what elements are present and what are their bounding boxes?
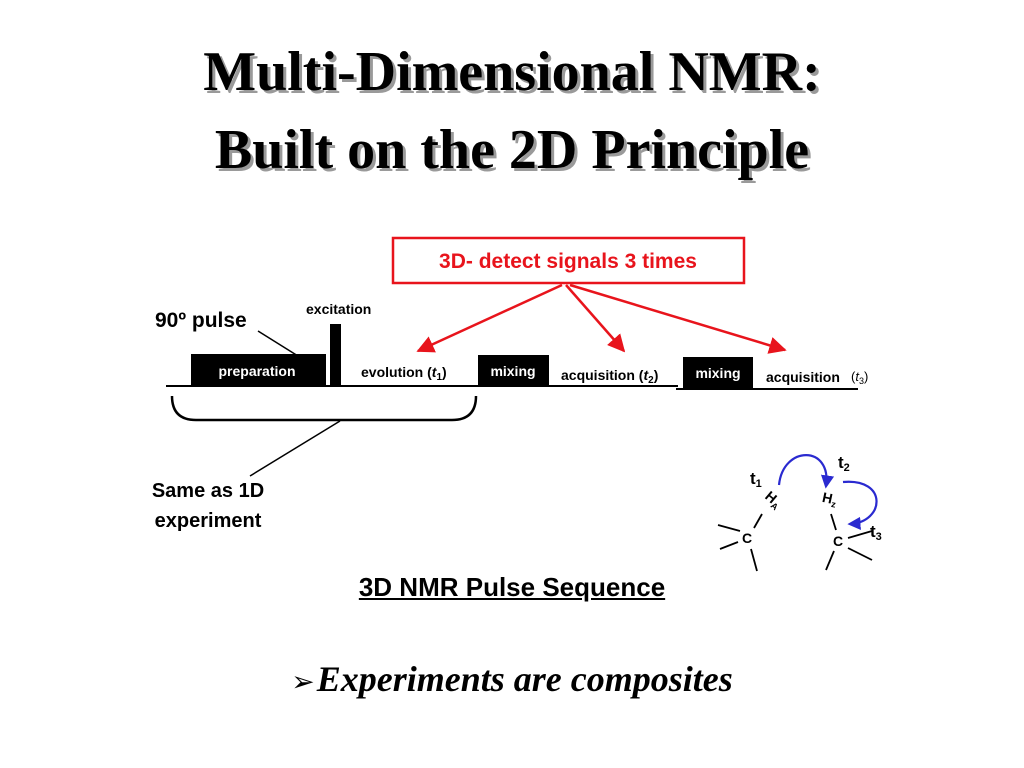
page-title-line-2: Built on the 2D Principle bbox=[214, 119, 810, 181]
molecule-hz: Hz bbox=[820, 489, 839, 510]
mixing-block-2 bbox=[683, 357, 753, 388]
acquisition-t3-sub: 3 bbox=[859, 376, 864, 386]
acquisition-t2-label: acquisition (t2) bbox=[561, 367, 658, 386]
pulse-label: 90º pulse bbox=[155, 309, 247, 332]
molecule-t3: t3 bbox=[870, 522, 882, 543]
acquisition-t2-close: ) bbox=[654, 367, 659, 383]
pulse-pointer bbox=[257, 330, 299, 357]
mixing-label-1: mixing bbox=[490, 363, 535, 379]
coherence-arrow-t3 bbox=[842, 480, 878, 530]
acquisition-t3-t: t bbox=[855, 369, 860, 384]
coherence-arrow-t2 bbox=[777, 454, 835, 489]
brace bbox=[170, 395, 478, 422]
bond-c-left-2 bbox=[719, 541, 739, 550]
callout: 3D- detect signals 3 times bbox=[391, 236, 746, 285]
acquisition-t3-label: acquisition bbox=[766, 369, 840, 385]
excitation-pulse bbox=[330, 324, 341, 386]
evolution-sub: 1 bbox=[436, 372, 442, 383]
preparation-label: preparation bbox=[218, 363, 295, 379]
same-as-1d-line-1: Same as 1D bbox=[152, 480, 264, 502]
acquisition-t3-open: ( bbox=[851, 369, 856, 384]
bond-c-left-1 bbox=[717, 524, 741, 532]
evolution-label: evolution (t1) bbox=[361, 364, 447, 383]
callout-arrow-evolution bbox=[416, 283, 563, 353]
bullet-text: Experiments are composites bbox=[316, 659, 733, 699]
excitation-label: excitation bbox=[306, 301, 371, 317]
callout-arrow-acquisition-t3 bbox=[569, 283, 787, 354]
callout-box bbox=[391, 236, 746, 285]
page-title-line-1: Multi-Dimensional NMR: bbox=[203, 41, 821, 103]
bond-ha-c-left bbox=[753, 513, 763, 529]
bullet-point: ➢Experiments are composites bbox=[0, 658, 1024, 700]
brace-pointer bbox=[249, 420, 341, 477]
acquisition-t3-close: ) bbox=[864, 369, 868, 384]
bullet-arrow-icon: ➢ bbox=[291, 665, 315, 698]
mixing-label-2: mixing bbox=[695, 365, 740, 381]
diagram-caption: 3D NMR Pulse Sequence bbox=[358, 572, 666, 602]
evolution-t: t bbox=[432, 364, 438, 380]
bond-hz-c-right bbox=[830, 513, 837, 531]
molecule-ha: HA bbox=[761, 488, 786, 513]
evolution-close: ) bbox=[442, 364, 447, 380]
callout-label: 3D- detect signals 3 times bbox=[439, 250, 697, 273]
callout-arrow-acquisition-t2 bbox=[565, 284, 626, 353]
acquisition-t2-sub: 2 bbox=[648, 375, 654, 386]
molecule-c-right: C bbox=[833, 533, 843, 549]
acquisition-t2-text: acquisition ( bbox=[561, 367, 644, 383]
bond-c-left-3 bbox=[750, 548, 758, 572]
acquisition-t3-paren: (t3) bbox=[851, 369, 868, 386]
molecule-diagram: t1 t2 t3 HA Hz C C bbox=[717, 453, 882, 572]
evolution-text: evolution ( bbox=[361, 364, 432, 380]
molecule-t2: t2 bbox=[838, 453, 850, 474]
same-as-1d-line-2: experiment bbox=[155, 510, 262, 532]
bond-c-right-2 bbox=[847, 547, 873, 561]
molecule-t1: t1 bbox=[750, 469, 762, 490]
bond-c-right-3 bbox=[825, 550, 835, 571]
bond-c-right-1 bbox=[847, 530, 873, 539]
preparation-block bbox=[191, 354, 326, 386]
molecule-c-left: C bbox=[742, 530, 752, 546]
mixing-block-1 bbox=[478, 355, 549, 386]
acquisition-t2-t: t bbox=[643, 367, 649, 383]
